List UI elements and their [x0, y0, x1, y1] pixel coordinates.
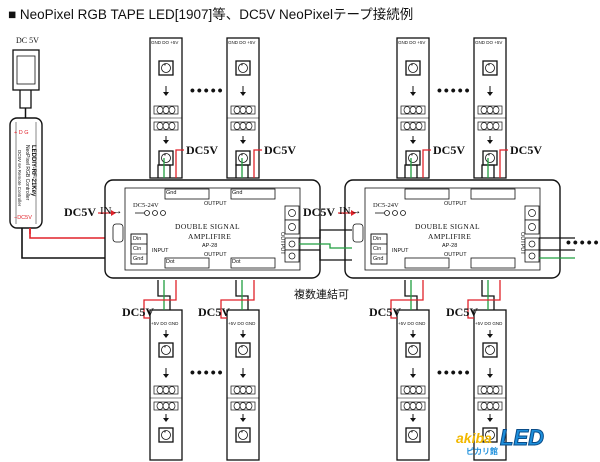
dc5v-label-bottom-4: DC5V	[446, 305, 478, 319]
continuation-dots-top-2: •••••	[437, 82, 472, 98]
dc5v-label-bottom-1: DC5V	[122, 305, 154, 319]
amp1-out-top-a: Gnd	[166, 190, 177, 196]
continuation-dots-bottom-2: •••••	[437, 364, 472, 380]
amp1-input-label: INPUT	[152, 248, 169, 254]
logo-akiba: akiba	[456, 430, 492, 446]
logo-pikarikan: ピカリ館	[466, 447, 498, 456]
dc5v-label-bottom-2: DC5V	[198, 305, 230, 319]
strip5-pads: +5V DO GND	[151, 321, 179, 326]
top-wires-1	[157, 149, 508, 178]
led-strip-bottom-1	[150, 310, 182, 460]
continuation-dots-right: •••••	[566, 234, 600, 250]
power-label: DC 5V	[16, 36, 39, 45]
amp1-subtitle: AMPLIFIRE	[188, 232, 232, 241]
led-strip-top-1	[150, 38, 182, 178]
cascade-label: 複数連結可	[294, 288, 349, 301]
dc5v-label-top-4: DC5V	[510, 143, 542, 157]
in-label-1: IN→	[100, 205, 123, 217]
amp1-output-bottom: OUTPUT	[204, 252, 227, 258]
dc5v-label-top-2: DC5V	[264, 143, 296, 157]
amp1-title: DOUBLE SIGNAL	[175, 222, 240, 231]
strip4-pads-top: GND DO +5V	[475, 40, 503, 45]
led-strip-top-4	[474, 38, 506, 178]
amp1-output-side: OUTPUT	[279, 232, 285, 255]
amp2-model: AP-28	[442, 243, 458, 249]
amp2-pin-din: Din	[373, 236, 382, 242]
amp2-output-top: OUTPUT	[444, 201, 467, 207]
amp2-output-side: OUTPUT	[519, 232, 525, 255]
amp2-dc-label: DC5-24V	[373, 202, 399, 209]
controller-model: LEDDIY-RF-21Key	[30, 145, 36, 197]
power-jack	[12, 49, 40, 118]
continuation-dots-bottom-1: •••••	[190, 364, 225, 380]
strip7-pads: +5V DO GND	[398, 321, 426, 326]
amp1-output-top: OUTPUT	[204, 201, 227, 207]
logo-led: LED	[500, 425, 545, 451]
dc5v-in-label-2: DC5V	[303, 205, 335, 219]
continuation-dots-top-1: •••••	[190, 82, 225, 98]
amp1-out-top-b: Gnd	[232, 190, 243, 196]
strip2-pads-top: GND DO +5V	[228, 40, 256, 45]
amp1-pin-cin: Cin	[133, 246, 142, 252]
cascade-wires	[299, 229, 352, 261]
strip6-pads: +5V DO GND	[228, 321, 256, 326]
dc5v-label-bottom-3: DC5V	[369, 305, 401, 319]
amp2-title: DOUBLE SIGNAL	[415, 222, 480, 231]
bottom-wires	[143, 280, 501, 319]
strip1-pads-top: GND DO +5V	[151, 40, 179, 45]
dc5v-label-top-3: DC5V	[433, 143, 465, 157]
strip8-pads: +5V DO GND	[475, 321, 503, 326]
dc5v-in-label-1: DC5V	[64, 205, 96, 219]
amp2-output-bottom: OUTPUT	[444, 252, 467, 258]
amp1-dc-label: DC5-24V	[133, 202, 159, 209]
amp1-model: AP-28	[202, 243, 218, 249]
controller-unit	[9, 117, 43, 229]
controller-dc5v-label: −DC5V	[14, 215, 32, 221]
amp2-pin-cin: Cin	[373, 246, 382, 252]
amp2-input-label: INPUT	[392, 248, 409, 254]
controller-brand: NeoPixel RGB Controller	[24, 145, 30, 201]
controller-pins-label: + D G	[14, 130, 29, 136]
strip3-pads-top: GND DO +5V	[398, 40, 426, 45]
in-label-2: IN→	[339, 205, 362, 217]
diagram-title: ■ NeoPixel RGB TAPE LED[1907]等、DC5V NeoP…	[8, 7, 414, 22]
dc5v-label-top-1: DC5V	[186, 143, 218, 157]
amp1-out-bottom-a: Dot	[166, 259, 175, 265]
led-strip-top-3	[397, 38, 429, 178]
amp1-out-bottom-b: Dot	[232, 259, 241, 265]
continuation-wires	[539, 237, 575, 259]
amp1-pin-gnd: Gnd	[133, 256, 144, 262]
amp2-subtitle: AMPLIFIRE	[428, 232, 472, 241]
led-strip-bottom-3	[397, 310, 429, 460]
amp1-pin-din: Din	[133, 236, 142, 242]
led-strip-bottom-2	[227, 310, 259, 460]
controller-note: DC5V 6A Remote Controller	[17, 150, 22, 207]
amp2-pin-gnd: Gnd	[373, 256, 384, 262]
